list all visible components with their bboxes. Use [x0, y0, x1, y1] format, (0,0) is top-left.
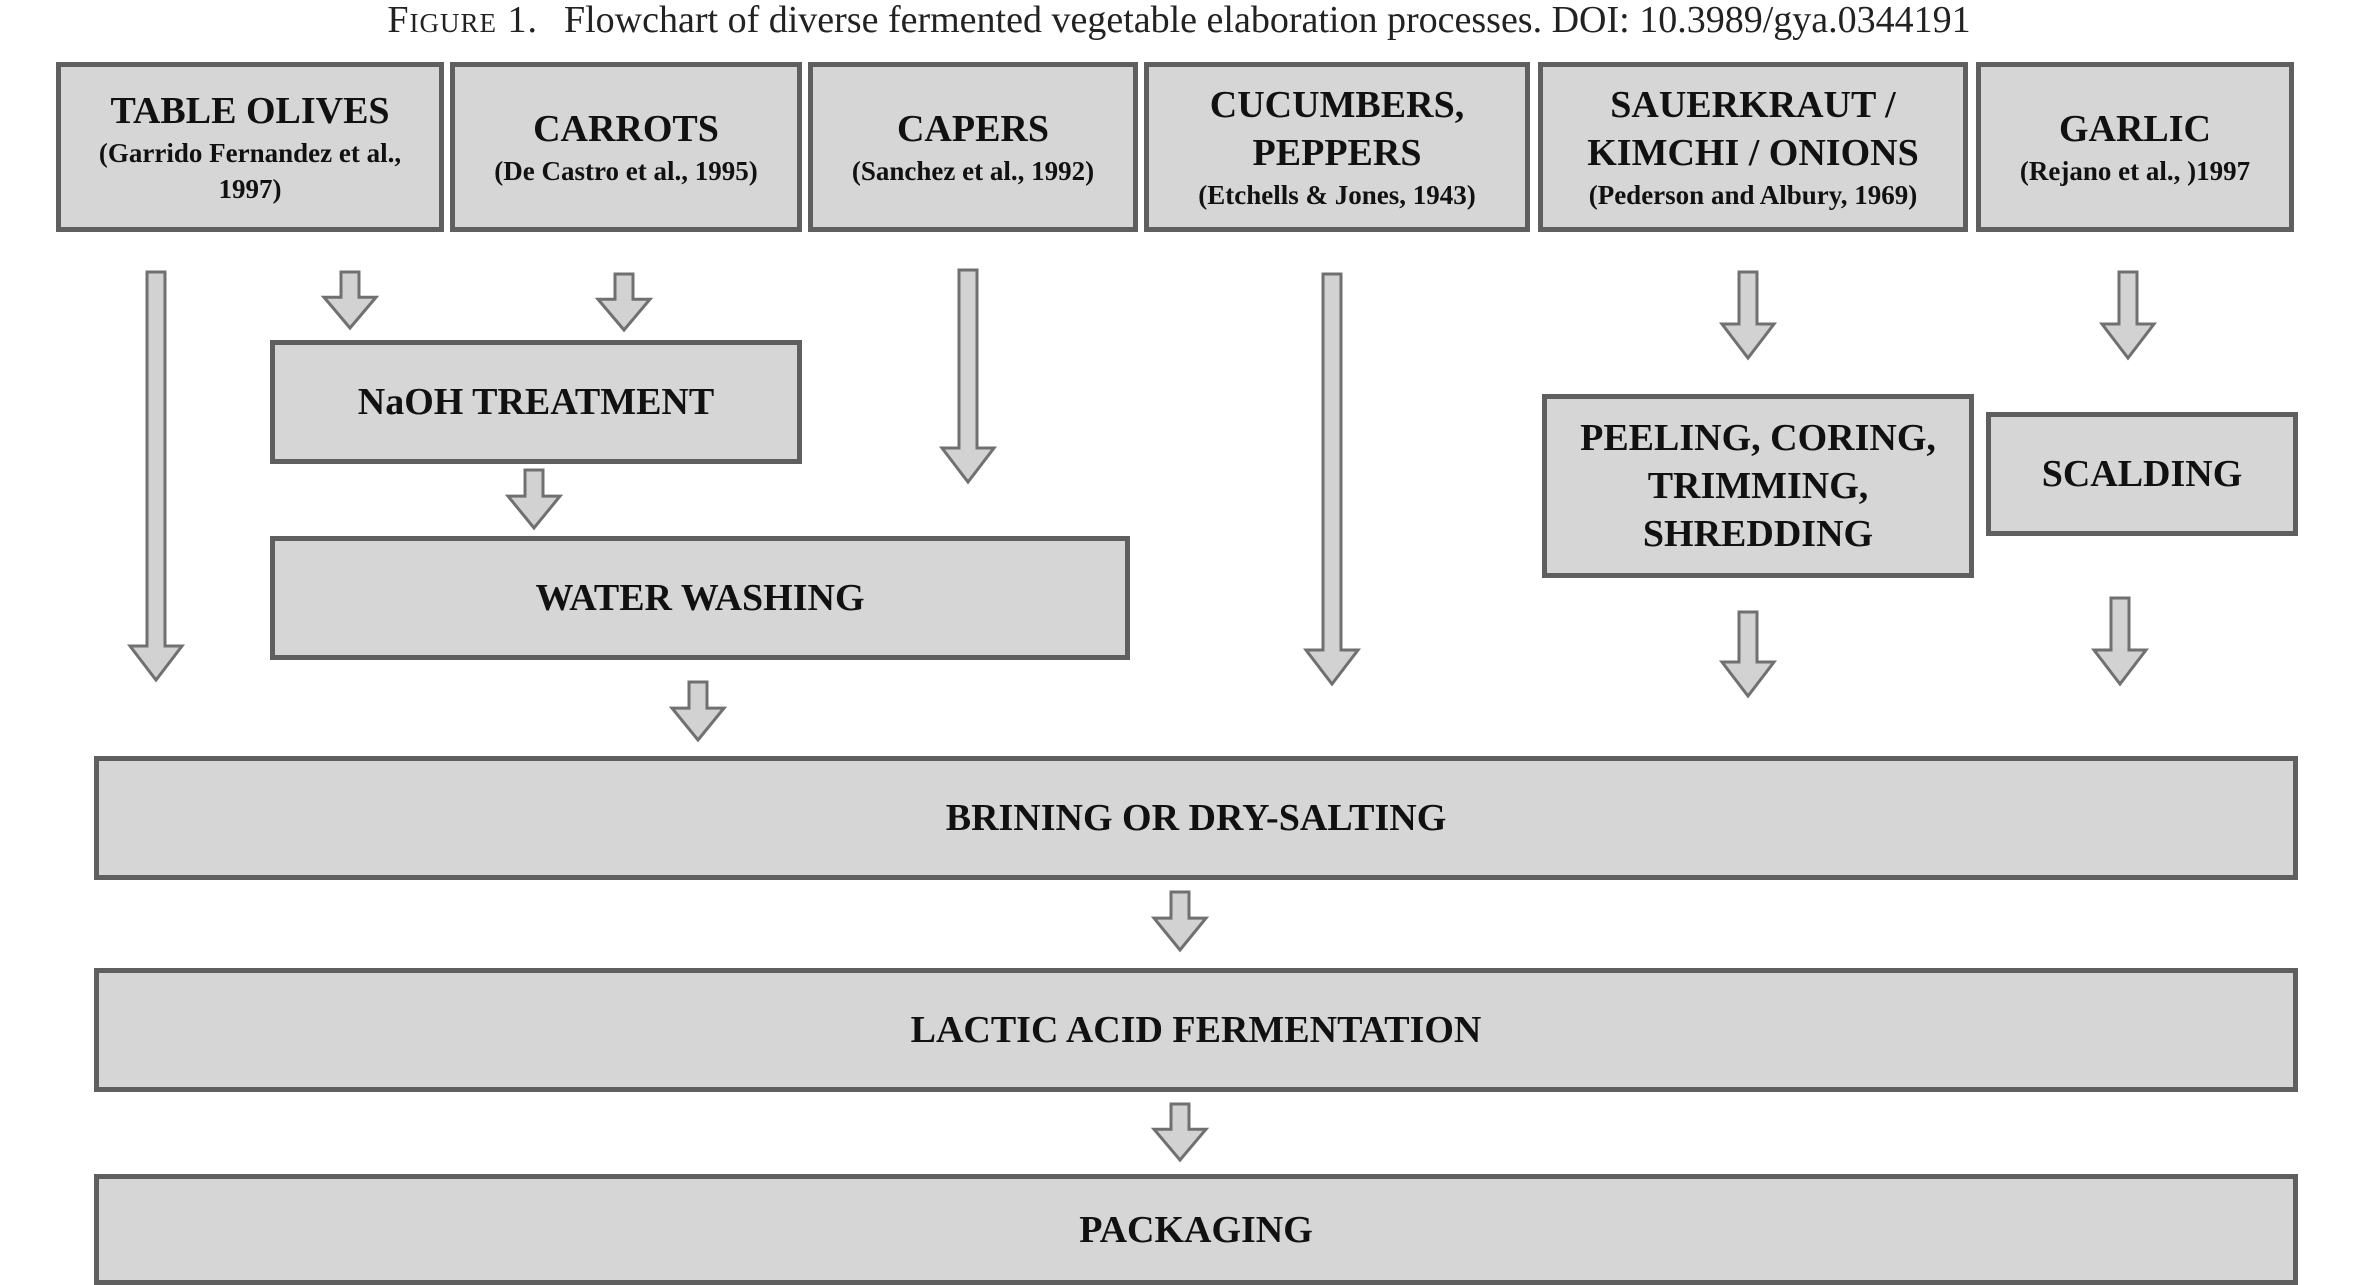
- source-reference: (Etchells & Jones, 1943): [1198, 180, 1476, 210]
- figure-caption-text: Flowchart of diverse fermented vegetable…: [563, 0, 1971, 41]
- figure-number: Figure 1.: [387, 0, 538, 41]
- step-lactic-acid-fermentation: LACTIC ACID FERMENTATION: [94, 968, 2298, 1092]
- source-title: CUCUMBERS, PEPPERS: [1209, 84, 1465, 174]
- source-reference: (Garrido Fernandez et al., 1997): [98, 138, 402, 204]
- arrow-capers-to-brining: [938, 268, 998, 485]
- source-reference: (Pederson and Albury, 1969): [1588, 180, 1918, 210]
- step-water-washing: WATER WASHING: [270, 536, 1130, 660]
- source-reference: (Rejano et al., )1997: [2019, 156, 2251, 186]
- step-label: SCALDING: [2041, 453, 2243, 495]
- arrow-sauerkraut-to-peeling: [1718, 270, 1778, 361]
- arrow-cucumbers-to-brining: [1302, 272, 1362, 687]
- source-box-sauerkraut-kimchi-onions: SAUERKRAUT / KIMCHI / ONIONS (Pederson a…: [1538, 62, 1968, 232]
- figure-caption: Figure 1. Flowchart of diverse fermented …: [0, 0, 2358, 40]
- source-box-capers: CAPERS (Sanchez et al., 1992): [808, 62, 1138, 232]
- arrow-table-olives-to-brining: [126, 270, 186, 683]
- step-naoh-treatment: NaOH TREATMENT: [270, 340, 802, 464]
- arrow-peeling-to-brining: [1718, 610, 1778, 699]
- source-box-table-olives: TABLE OLIVES (Garrido Fernandez et al., …: [56, 62, 444, 232]
- source-title: CAPERS: [896, 108, 1050, 150]
- step-peeling-coring-trimming-shredding: PEELING, CORING, TRIMMING, SHREDDING: [1542, 394, 1974, 578]
- source-box-garlic: GARLIC (Rejano et al., )1997: [1976, 62, 2294, 232]
- source-title: CARROTS: [533, 108, 719, 150]
- arrow-naoh-to-washing: [504, 468, 564, 531]
- arrow-garlic-to-scalding: [2098, 270, 2158, 361]
- step-brining-or-dry-salting: BRINING OR DRY-SALTING: [94, 756, 2298, 880]
- step-label: NaOH TREATMENT: [357, 381, 715, 423]
- source-title: TABLE OLIVES: [110, 90, 390, 132]
- source-title: SAUERKRAUT / KIMCHI / ONIONS: [1587, 84, 1919, 174]
- source-box-carrots: CARROTS (De Castro et al., 1995): [450, 62, 802, 232]
- step-label: PEELING, CORING, TRIMMING, SHREDDING: [1580, 417, 1936, 555]
- arrow-scalding-to-brining: [2090, 596, 2150, 687]
- arrow-fermentation-to-packaging: [1150, 1102, 1210, 1163]
- step-scalding: SCALDING: [1986, 412, 2298, 536]
- step-label: BRINING OR DRY-SALTING: [945, 797, 1447, 839]
- step-packaging: PACKAGING: [94, 1174, 2298, 1285]
- source-reference: (Sanchez et al., 1992): [851, 156, 1095, 186]
- arrow-carrots-to-naoh: [594, 272, 654, 333]
- arrow-table-olives-to-naoh: [320, 270, 380, 331]
- source-title: GARLIC: [2058, 108, 2212, 150]
- step-label: PACKAGING: [1079, 1208, 1313, 1251]
- arrow-washing-to-brining: [668, 680, 728, 743]
- step-label: WATER WASHING: [535, 577, 865, 619]
- arrow-brining-to-fermentation: [1150, 890, 1210, 953]
- source-box-cucumbers-peppers: CUCUMBERS, PEPPERS (Etchells & Jones, 19…: [1144, 62, 1530, 232]
- source-reference: (De Castro et al., 1995): [494, 156, 758, 186]
- step-label: LACTIC ACID FERMENTATION: [910, 1009, 1482, 1051]
